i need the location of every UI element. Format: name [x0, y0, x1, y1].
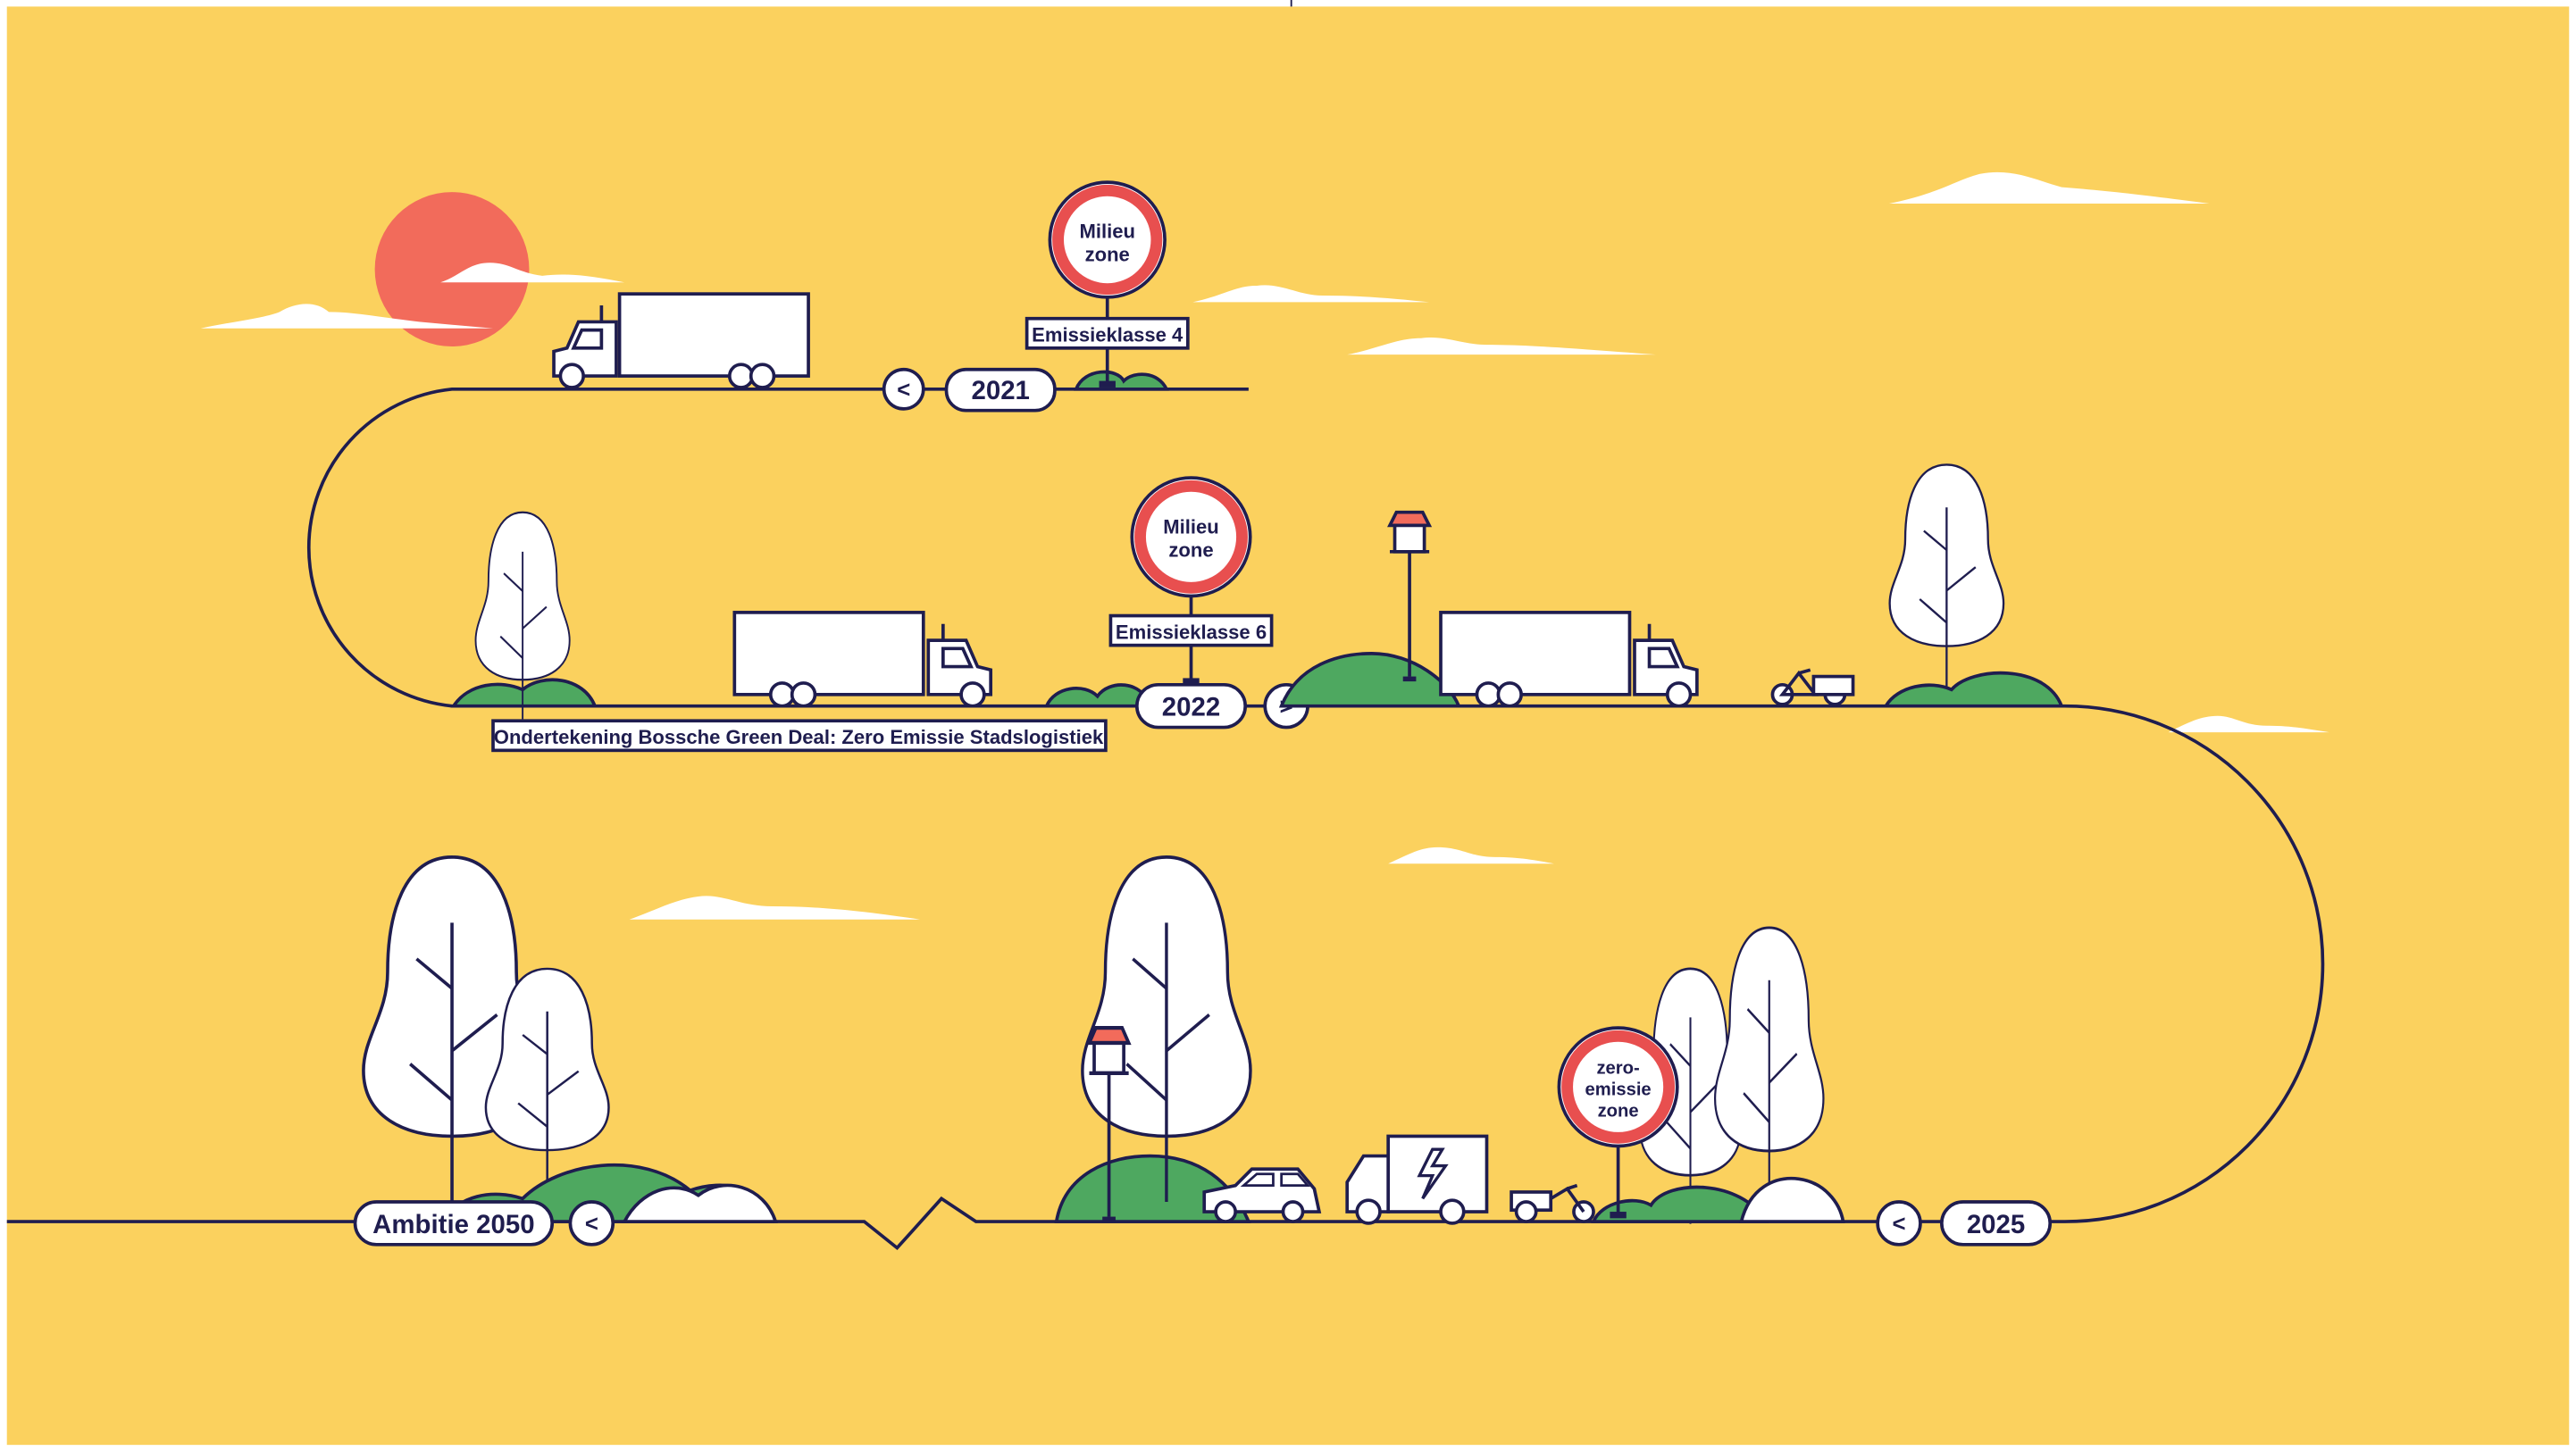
prev-button-2025[interactable]: <: [1878, 1202, 1920, 1245]
svg-text:zone: zone: [1085, 243, 1130, 265]
svg-text:zero-: zero-: [1596, 1059, 1639, 1079]
year-2022-pill[interactable]: 2022: [1137, 685, 1245, 728]
prev-button-2050[interactable]: <: [570, 1202, 613, 1245]
ambition-2050-pill[interactable]: Ambitie 2050: [355, 1202, 553, 1245]
svg-text:zone: zone: [1168, 538, 1213, 561]
svg-text:Emissieklasse 4: Emissieklasse 4: [1032, 323, 1183, 346]
svg-text:emissie: emissie: [1585, 1080, 1652, 1099]
svg-text:zone: zone: [1598, 1101, 1639, 1121]
year-label: 2025: [1967, 1210, 2025, 1239]
year-label: 2022: [1162, 693, 1220, 722]
svg-text:Ondertekening Bossche Green De: Ondertekening Bossche Green Deal: Zero E…: [494, 726, 1104, 748]
svg-text:<: <: [585, 1212, 598, 1237]
ambition-label: Ambitie 2050: [372, 1210, 534, 1239]
svg-text:<: <: [1893, 1212, 1906, 1237]
year-2025-pill[interactable]: 2025: [1942, 1202, 2050, 1245]
year-label: 2021: [971, 376, 1029, 405]
svg-text:<: <: [897, 378, 910, 403]
svg-text:Milieu: Milieu: [1079, 221, 1134, 243]
green-deal-plate: Ondertekening Bossche Green Deal: Zero E…: [493, 721, 1106, 750]
prev-button-2021[interactable]: <: [884, 370, 924, 409]
svg-text:Emissieklasse 6: Emissieklasse 6: [1116, 621, 1267, 643]
emission-class-4-plate: Emissieklasse 4: [1027, 319, 1188, 348]
year-2021-pill[interactable]: 2021: [947, 370, 1055, 411]
emission-class-6-plate: Emissieklasse 6: [1110, 616, 1271, 646]
svg-text:Milieu: Milieu: [1163, 516, 1218, 538]
